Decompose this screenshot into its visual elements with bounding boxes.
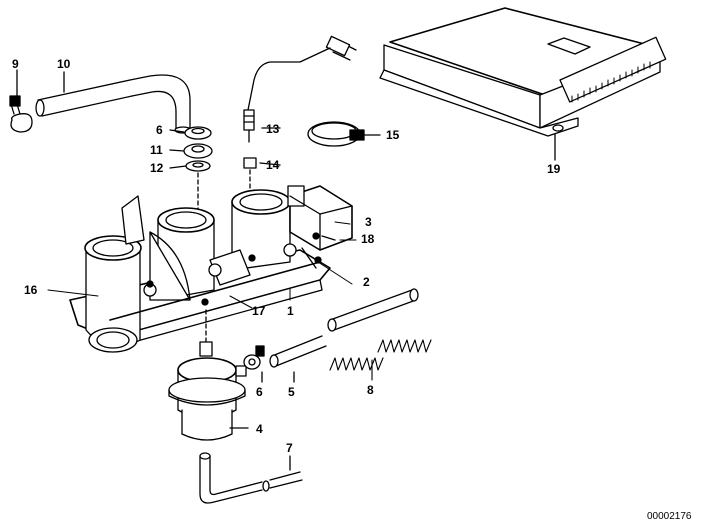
part-label-19: 19 — [547, 162, 561, 176]
part-label-17: 17 — [252, 304, 266, 318]
protective-spring-drawing — [329, 339, 432, 381]
part-label-13: 13 — [266, 122, 280, 136]
part-label-8: 8 — [367, 383, 374, 397]
part-label-2: 2 — [363, 275, 370, 289]
fuel-line-drawing — [269, 288, 419, 383]
return-hose-drawing — [199, 452, 303, 504]
part-label-5: 5 — [288, 385, 295, 399]
clamp-band-drawing — [307, 121, 381, 147]
vacuum-hose-drawing — [35, 71, 192, 134]
throttle-body-drawing — [69, 185, 353, 353]
hose-clamp-small-drawing — [243, 345, 265, 383]
pressure-regulator-drawing — [168, 341, 249, 441]
part-label-14: 14 — [266, 158, 280, 172]
part-label-6: 6 — [156, 123, 163, 137]
diagram-reference-number: 00002176 — [647, 511, 692, 522]
part-label-16: 16 — [24, 283, 38, 297]
part-label-6-lower: 6 — [256, 385, 263, 399]
sensor-with-lead-drawing — [243, 35, 357, 143]
small-hose-clamp-drawing — [9, 69, 33, 133]
part-label-10: 10 — [57, 57, 71, 71]
part-label-4: 4 — [256, 422, 263, 436]
part-label-1: 1 — [287, 304, 294, 318]
washer-stack-drawing — [169, 126, 213, 211]
part-label-3: 3 — [365, 215, 372, 229]
part-label-12: 12 — [150, 161, 164, 175]
part-label-15: 15 — [386, 128, 400, 142]
control-unit-drawing — [379, 7, 667, 161]
part-label-11: 11 — [150, 143, 163, 157]
part-label-9: 9 — [12, 57, 19, 71]
part-label-18: 18 — [361, 232, 375, 246]
part-label-7: 7 — [286, 441, 293, 455]
leader-lines — [47, 221, 357, 309]
